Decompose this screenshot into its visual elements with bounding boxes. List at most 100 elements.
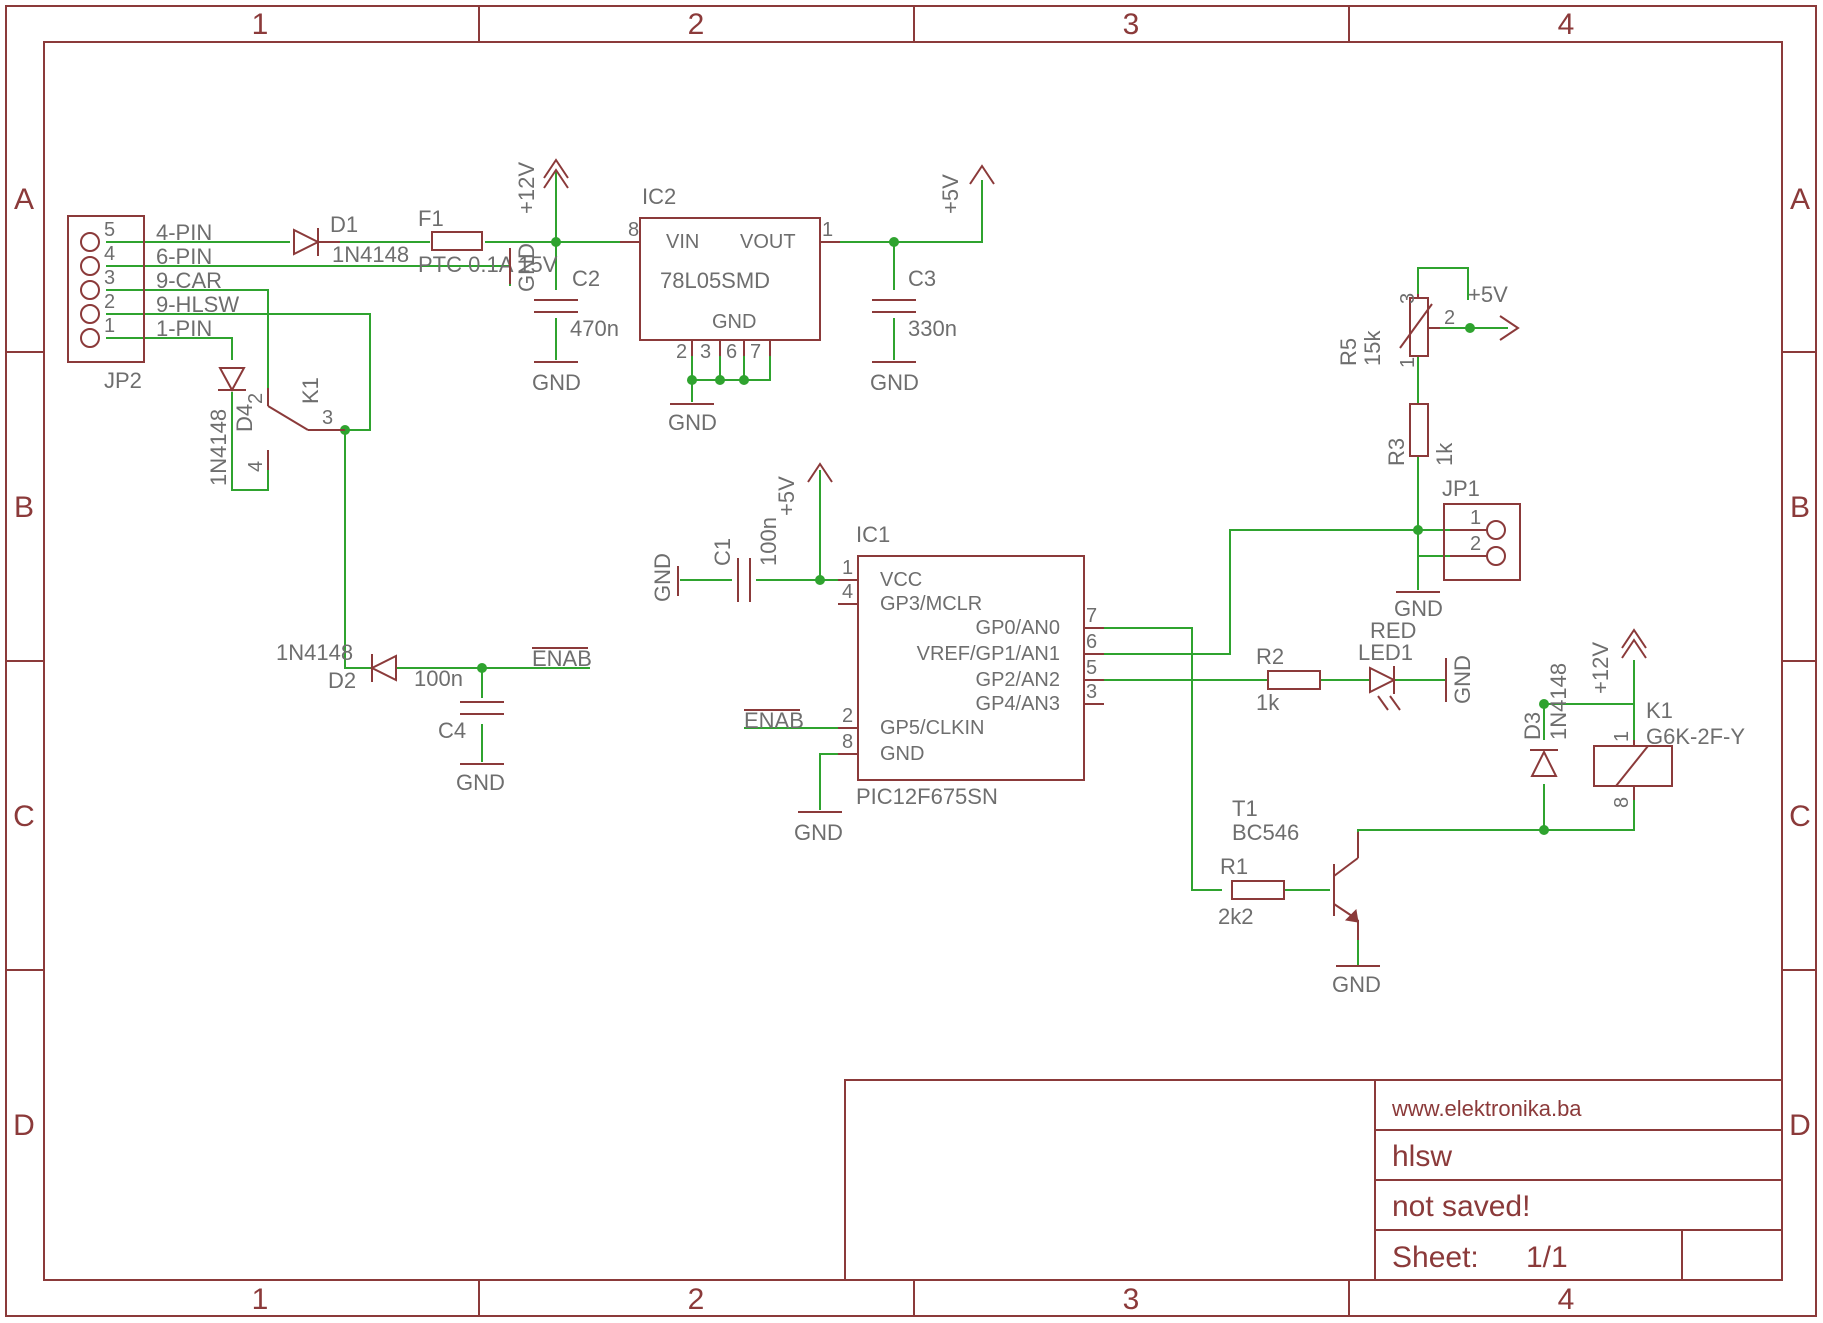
relay-coil-k1: K1 G6K-2F-Y 1 8 xyxy=(1593,698,1745,808)
r5-pin-1: 1 xyxy=(1397,357,1419,368)
column-label-bottom-2: 2 xyxy=(688,1283,705,1316)
diode-d1: D1 1N4148 xyxy=(293,212,430,267)
c3-ref: C3 xyxy=(908,266,936,291)
resistor-r3: R3 1k xyxy=(1384,403,1457,466)
row-label-right-b: B xyxy=(1790,491,1810,524)
d2-value: 1N4148 xyxy=(276,640,353,665)
gnd-label-c2: GND xyxy=(532,370,581,395)
regulator-ic2: IC2 8 1 VIN VOUT 78L05SMD GND 2 3 6 7 GN… xyxy=(620,184,840,435)
d1-value: 1N4148 xyxy=(332,242,409,267)
row-label-left-a: A xyxy=(14,183,34,216)
transistor-t1: T1 BC546 GND xyxy=(1232,796,1381,997)
ic1-pin-name-gp2: GP2/AN2 xyxy=(976,669,1060,691)
ic1-pin-name-vcc: VCC xyxy=(880,569,922,591)
row-label-left-b: B xyxy=(14,491,34,524)
fuse-f1: F1 PTC 0.1A 15V xyxy=(418,206,558,277)
ic2-vin: VIN xyxy=(666,231,699,253)
net-label-6-pin: 6-PIN xyxy=(156,244,212,269)
column-label-bottom-4: 4 xyxy=(1558,1283,1575,1316)
r3-ref: R3 xyxy=(1384,438,1409,466)
title-block-status: not saved! xyxy=(1392,1190,1530,1223)
k1-coil-ref: K1 xyxy=(1646,698,1673,723)
c3-value: 330n xyxy=(908,316,957,341)
title-block-website: www.elektronika.ba xyxy=(1391,1096,1582,1121)
column-label-top-3: 3 xyxy=(1123,8,1140,41)
k1-coil-pin-1: 1 xyxy=(1611,731,1633,742)
k1-coil-value: G6K-2F-Y xyxy=(1646,724,1745,749)
plus5v-label-ic2: +5V xyxy=(938,174,963,214)
ic2-gnd-pin-7: 7 xyxy=(750,341,761,363)
ic1-pin-3: 3 xyxy=(1086,681,1097,703)
gnd-label-t1: GND xyxy=(1332,972,1381,997)
c4-ref: C4 xyxy=(438,718,466,743)
led1-value: RED xyxy=(1370,618,1416,643)
net-enab-d2: ENAB xyxy=(532,646,592,671)
k1-coil-pin-8: 8 xyxy=(1611,797,1633,808)
ground-ic1: GND xyxy=(794,811,843,845)
d2-ref: D2 xyxy=(328,668,356,693)
ground-f1: GND xyxy=(509,243,539,292)
ic2-ref: IC2 xyxy=(642,184,676,209)
ic1-ref: IC1 xyxy=(856,522,890,547)
c1-value: 100n xyxy=(756,517,781,566)
k1-contact-pin-3: 3 xyxy=(322,407,333,429)
ic2-vout: VOUT xyxy=(740,231,796,253)
plus5v-label-ic1: +5V xyxy=(774,476,799,516)
ic1-pin-name-gp5: GP5/CLKIN xyxy=(880,717,984,739)
r2-value: 1k xyxy=(1256,690,1280,715)
led1-ref: LED1 xyxy=(1358,640,1413,665)
f1-value: PTC 0.1A 15V xyxy=(418,252,558,277)
ic2-value: 78L05SMD xyxy=(660,268,770,293)
net-label-9-car: 9-CAR xyxy=(156,268,222,293)
c2-ref: C2 xyxy=(572,266,600,291)
ic1-pin-8: 8 xyxy=(842,731,853,753)
title-block: www.elektronika.ba hlsw not saved! Sheet… xyxy=(844,1079,1783,1281)
t1-ref: T1 xyxy=(1232,796,1258,821)
jp1-pin-1: 1 xyxy=(1470,507,1481,529)
gnd-label-ic2: GND xyxy=(668,410,717,435)
ic1-pin-name-gp1: VREF/GP1/AN1 xyxy=(917,643,1060,665)
column-label-top-4: 4 xyxy=(1558,8,1575,41)
enab-label-d2: ENAB xyxy=(532,646,592,671)
c1-ref: C1 xyxy=(710,538,735,566)
capacitor-c4: 100n C4 GND xyxy=(414,666,505,795)
c2-value: 470n xyxy=(570,316,619,341)
row-label-left-c: C xyxy=(13,800,35,833)
r5-pin-3: 3 xyxy=(1397,293,1419,304)
wires xyxy=(106,172,1635,966)
relay-contact-k1: 2 3 4 K1 xyxy=(245,377,345,472)
title-block-sheet-label: Sheet: xyxy=(1392,1241,1479,1274)
ic2-pin-out: 1 xyxy=(822,219,833,241)
trimmer-r5: 3 2 1 R5 15k xyxy=(1336,293,1455,368)
supply-plus5v-ic1: +5V xyxy=(774,462,833,516)
capacitor-c3: C3 330n GND xyxy=(870,266,957,395)
ic1-pin-name-gp0: GP0/AN0 xyxy=(976,617,1060,639)
plus12v-label-relay: +12V xyxy=(1588,642,1613,694)
jp1-ref: JP1 xyxy=(1442,476,1480,501)
resistor-r2: R2 1k xyxy=(1256,644,1321,715)
d4-ref: D4 xyxy=(232,404,257,432)
jp2-pin-4: 4 xyxy=(104,243,115,265)
d1-ref: D1 xyxy=(330,212,358,237)
row-label-right-d: D xyxy=(1789,1109,1811,1142)
jp2-pin-2: 2 xyxy=(104,291,115,313)
gnd-label-c3: GND xyxy=(870,370,919,395)
ic1-pin-5: 5 xyxy=(1086,657,1097,679)
gnd-label-c1: GND xyxy=(650,553,675,602)
diode-d3: D3 1N4148 xyxy=(1520,663,1571,777)
jp2-ref: JP2 xyxy=(104,368,142,393)
k1-contact-pin-2: 2 xyxy=(245,393,267,404)
k1-contact-ref: K1 xyxy=(298,377,323,404)
supply-plus12v-ic2: +12V xyxy=(514,158,569,214)
supply-plus12v-relay: +12V xyxy=(1588,628,1647,694)
row-label-right-a: A xyxy=(1790,183,1810,216)
capacitor-c2: C2 470n GND xyxy=(532,266,619,395)
led-led1: RED LED1 GND xyxy=(1358,618,1475,711)
d3-value: 1N4148 xyxy=(1546,663,1571,740)
gnd-label-ic1: GND xyxy=(794,820,843,845)
ic2-gnd-pin-3: 3 xyxy=(700,341,711,363)
plus5v-label-r5: +5V xyxy=(1468,282,1508,307)
row-label-left-d: D xyxy=(13,1109,35,1142)
column-label-bottom-1: 1 xyxy=(252,1283,269,1316)
